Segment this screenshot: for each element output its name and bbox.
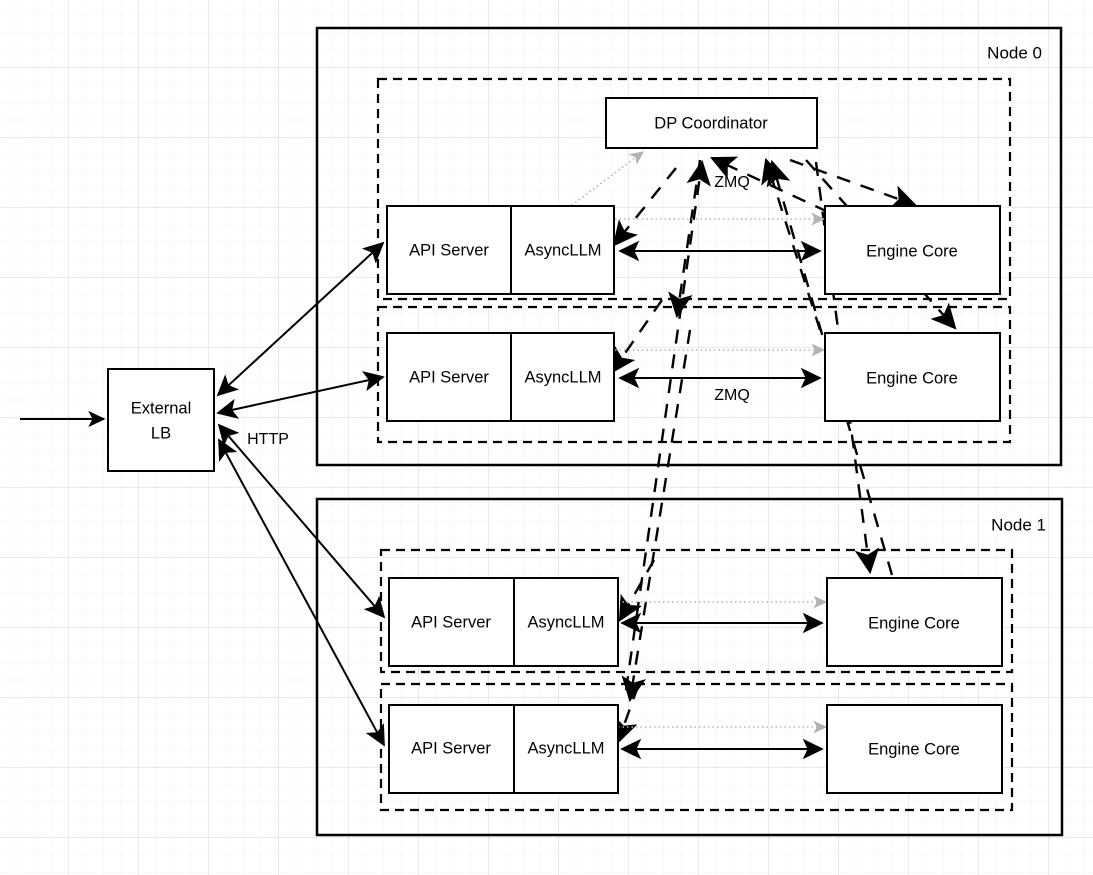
node-0-dp-group-1 (376, 305, 1012, 444)
node1-dp0-engine-core-box[interactable] (826, 577, 1003, 667)
edge-zmq-coordinator-core11-seg2 (621, 329, 692, 703)
node0-dp0-asyncllm-label: AsyncLLM (524, 241, 601, 259)
http-label: HTTP (247, 431, 289, 448)
edge-zmq-core11-coordinator (624, 159, 711, 691)
edge-lb-apiserver11 (218, 438, 385, 747)
edge-lb-apiserver01 (216, 371, 385, 419)
node0-dp1-apiserver-asyncllm-box[interactable] (386, 332, 615, 422)
edge-zmq-core10-coordinator (766, 159, 894, 576)
external-lb-label-line2: LB (151, 424, 171, 442)
node-0-dp-group-0 (376, 77, 1012, 301)
node1-dp1-engine-core-box[interactable] (826, 704, 1003, 794)
node1-dp0-api-server-label: API Server (411, 613, 491, 631)
edge-coordinator-asyncllm11 (614, 685, 640, 745)
node1-dp1-engine-core-label: Engine Core (868, 740, 960, 758)
node1-dp0-asyncllm-label: AsyncLLM (527, 613, 604, 631)
node0-dp0-engine-core-box[interactable] (824, 205, 1001, 295)
node0-dp0-apiserver-asyncllm-box[interactable] (386, 205, 615, 295)
edge-lb-apiserver10 (217, 423, 386, 619)
node0-dp0-api-server-label: API Server (409, 241, 489, 259)
node-0-label: Node 0 (987, 43, 1042, 62)
node1-dp0-engine-core-label: Engine Core (868, 614, 960, 632)
edge-coordinator-asyncllm01 (610, 299, 663, 374)
node0-dp1-api-server-label: API Server (409, 368, 489, 386)
edge-coordinator-asyncllm00 (612, 167, 677, 247)
zmq-label-second: ZMQ (714, 387, 750, 404)
dp-coordinator-label: DP Coordinator (654, 114, 768, 132)
edge-dotted-asyncllm00-coordinator (567, 151, 644, 209)
node0-dp0-engine-core-label: Engine Core (866, 242, 958, 260)
node0-dp1-engine-core-box[interactable] (824, 332, 1001, 422)
node0-dp1-asyncllm-label: AsyncLLM (524, 368, 601, 386)
edge-coordinator-asyncllm10 (618, 559, 656, 622)
external-lb-label-line1: External (131, 399, 192, 417)
external-lb-box[interactable] (107, 368, 215, 472)
edge-lb-apiserver00 (216, 241, 385, 397)
node1-dp1-api-server-label: API Server (411, 739, 491, 757)
zmq-label-top: ZMQ (714, 174, 750, 191)
node1-dp1-apiserver-asyncllm-box[interactable] (388, 704, 619, 794)
node0-dp1-engine-core-label: Engine Core (866, 369, 958, 387)
edge-zmq-coordinator-core11-seg1 (668, 159, 702, 319)
dp-coordinator-box[interactable] (605, 97, 818, 149)
node1-dp1-asyncllm-label: AsyncLLM (527, 739, 604, 757)
node1-dp0-apiserver-asyncllm-box[interactable] (388, 577, 619, 667)
edge-zmq-coordinator-core00 (789, 158, 918, 209)
node-1-dp-group-1 (379, 682, 1014, 812)
edge-zmq-core01-coordinator (761, 157, 822, 331)
node-1-label: Node 1 (991, 515, 1046, 534)
